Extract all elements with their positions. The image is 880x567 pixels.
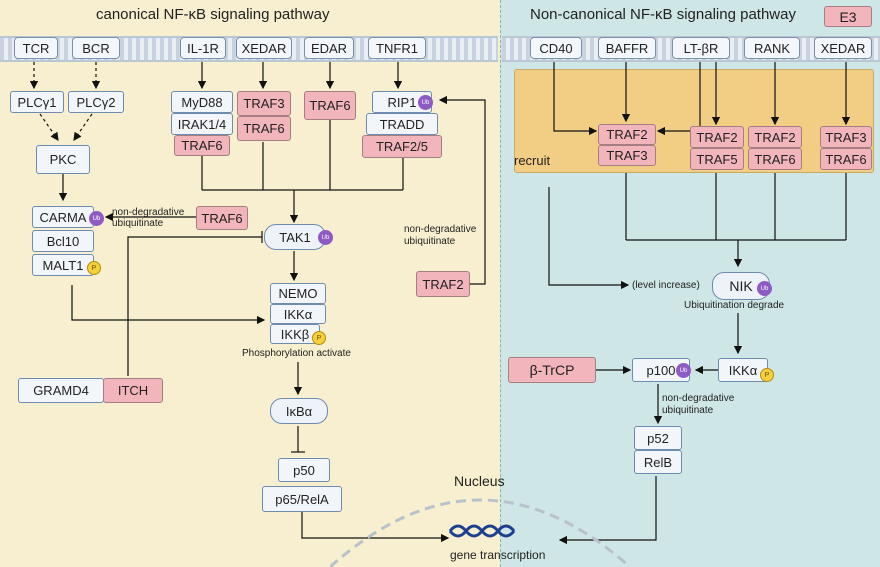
phospho-badge-ikka-right: P: [760, 368, 774, 382]
annot-nondeg-p100-1: non-degradative: [662, 393, 735, 404]
node-traf2-a: TRAF2: [598, 124, 656, 145]
node-p65-rela: p65/RelA: [262, 486, 342, 512]
node-traf2-c: TRAF2: [748, 126, 802, 148]
node-tak1: TAK1: [264, 224, 326, 250]
receptor-edar: EDAR: [304, 37, 354, 59]
node-ikka: IKKα: [270, 304, 326, 324]
annot-level-increase: (level increase): [632, 280, 700, 291]
annot-nondeg-carma-2: ubiquitinate: [112, 218, 164, 229]
phospho-badge-malt1: P: [87, 261, 101, 275]
receptor-baffr: BAFFR: [598, 37, 656, 59]
node-btrcp: β-TrCP: [508, 357, 596, 383]
noncanonical-title: Non-canonical NF-κB signaling pathway: [530, 6, 796, 23]
node-irak: IRAK1/4: [171, 113, 233, 135]
region-divider: [500, 0, 502, 567]
ub-badge-nik: Ub: [757, 281, 772, 296]
node-traf3-d: TRAF3: [820, 126, 872, 148]
node-myd88: MyD88: [171, 91, 233, 113]
receptor-tcr: TCR: [14, 37, 58, 59]
inhibit-itch-tak1: [127, 236, 262, 376]
recruit-label: recruit: [514, 153, 551, 168]
node-p52: p52: [634, 426, 682, 450]
node-rip1: RIP1: [372, 91, 432, 113]
arrow-traf2-rip1: [438, 95, 486, 285]
canonical-title: canonical NF-κB signaling pathway: [96, 6, 330, 23]
node-traf6-c: TRAF6: [748, 148, 802, 170]
node-traf2-left: TRAF2: [416, 271, 470, 297]
annot-nondeg-p100-2: ubiquitinate: [662, 405, 714, 416]
node-relb: RelB: [634, 450, 682, 474]
receptor-ltbr: LT-βR: [672, 37, 730, 59]
node-traf3-a: TRAF3: [598, 145, 656, 166]
node-carma: CARMA: [32, 206, 94, 228]
ub-badge-carma: Ub: [89, 211, 104, 226]
node-traf3-xedar: TRAF3: [237, 91, 291, 116]
annot-nondeg-rip-1: non-degradative: [404, 224, 477, 235]
node-pkc: PKC: [36, 145, 90, 174]
receptor-xedar-right: XEDAR: [814, 37, 872, 59]
arrow-plcg1-pkc: [39, 113, 59, 141]
node-traf6-d: TRAF6: [820, 148, 872, 170]
legend-e3: E3: [824, 6, 872, 27]
arrow-malt1-ikk: [71, 285, 266, 325]
receptor-il1r: IL-1R: [180, 37, 226, 59]
ub-badge-p100: Ub: [676, 363, 691, 378]
node-traf6-xedar: TRAF6: [237, 116, 291, 141]
receptor-rank: RANK: [744, 37, 800, 59]
ub-badge-tak1: Ub: [318, 230, 333, 245]
annot-ubiquitination-degrade: Ubiquitination degrade: [684, 300, 785, 311]
receptor-cd40: CD40: [530, 37, 582, 59]
node-plcg2: PLCγ2: [68, 91, 124, 113]
phospho-badge-ikkb: P: [312, 331, 326, 345]
node-tradd: TRADD: [366, 113, 438, 135]
receptor-tnfr1: TNFR1: [368, 37, 426, 59]
node-traf25: TRAF2/5: [362, 135, 442, 158]
node-traf2-b: TRAF2: [690, 126, 744, 148]
node-malt1: MALT1: [32, 254, 94, 276]
node-p50: p50: [278, 458, 330, 482]
arrow-level-increase: [548, 187, 630, 290]
receptor-bcr: BCR: [72, 37, 120, 59]
receptor-xedar: XEDAR: [236, 37, 292, 59]
nucleus-title: Nucleus: [454, 473, 505, 489]
arrow-p52-nucleus: [558, 476, 657, 545]
node-ikba: IκBα: [270, 398, 328, 424]
gene-transcription-label: gene transcription: [450, 548, 546, 562]
arrow-plcg2-pkc: [73, 113, 93, 141]
node-traf6-edar: TRAF6: [304, 91, 356, 120]
node-bcl10: Bcl10: [32, 230, 94, 252]
node-itch: ITCH: [103, 378, 163, 403]
node-traf6-carma: TRAF6: [196, 206, 248, 230]
node-nemo: NEMO: [270, 283, 326, 304]
node-plcg1: PLCγ1: [10, 91, 64, 113]
arrow-cd40-traf: [553, 62, 598, 136]
node-traf6-il1r: TRAF6: [174, 135, 230, 156]
nucleus: [330, 498, 630, 567]
annot-nondeg-rip-2: ubiquitinate: [404, 236, 456, 247]
node-gramd4: GRAMD4: [18, 378, 104, 403]
annot-phosphorylation: Phosphorylation activate: [242, 348, 351, 359]
arrow-p65-nucleus: [301, 512, 450, 543]
node-traf5-b: TRAF5: [690, 148, 744, 170]
annot-nondeg-carma-1: non-degradative: [112, 207, 185, 218]
ub-badge-rip1: Ub: [418, 95, 433, 110]
arrow-ltbr-traf-a: [656, 62, 701, 136]
